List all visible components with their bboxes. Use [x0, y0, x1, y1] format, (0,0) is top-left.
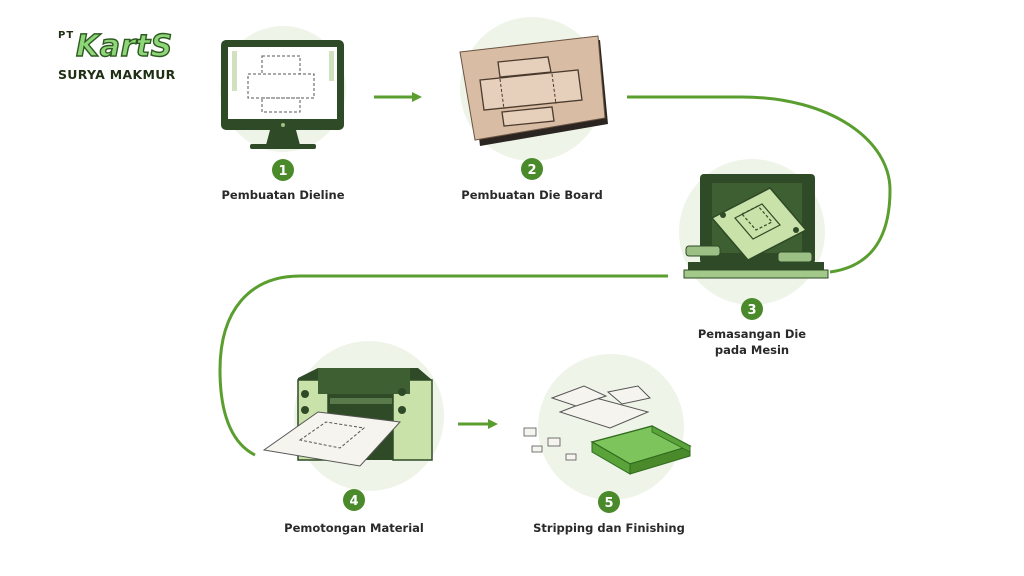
step-3-label-line-1: Pemasangan Die: [697, 327, 807, 341]
step-2-label: Pembuatan Die Board: [461, 188, 603, 202]
step-3-label-line-2: pada Mesin: [714, 343, 790, 357]
connector-3-4: [218, 274, 668, 457]
step-1-label: Pembuatan Dieline: [221, 188, 345, 202]
logo-subtitle: SURYA MAKMUR: [58, 67, 176, 82]
computer-monitor-icon: [221, 40, 344, 149]
svg-text:3: 3: [747, 303, 756, 318]
die-cutting-machine-icon: [262, 368, 433, 467]
logo-prefix: PT: [58, 30, 75, 41]
logo-brand: KartS: [75, 29, 173, 64]
svg-text:4: 4: [349, 494, 358, 509]
die-board-icon: [459, 35, 608, 146]
step-4-label: Pemotongan Material: [284, 521, 424, 535]
finished-box-icon: [523, 385, 692, 475]
step-2-badge: 2: [521, 158, 543, 180]
step-3-badge: 3: [741, 298, 763, 320]
step-5-label: Stripping dan Finishing: [533, 521, 685, 535]
step-3-label: Pemasangan Die pada Mesin: [672, 326, 832, 358]
step-1-badge: 1: [272, 159, 294, 181]
company-logo: PT KartS SURYA MAKMUR: [56, 26, 176, 86]
die-cutting-press-icon: [683, 174, 829, 279]
step-4-badge: 4: [343, 489, 365, 511]
step-5-badge: 5: [598, 491, 620, 513]
connector-2-3: [627, 95, 892, 274]
svg-text:1: 1: [278, 164, 287, 179]
svg-text:5: 5: [604, 496, 613, 511]
svg-text:2: 2: [527, 163, 536, 178]
